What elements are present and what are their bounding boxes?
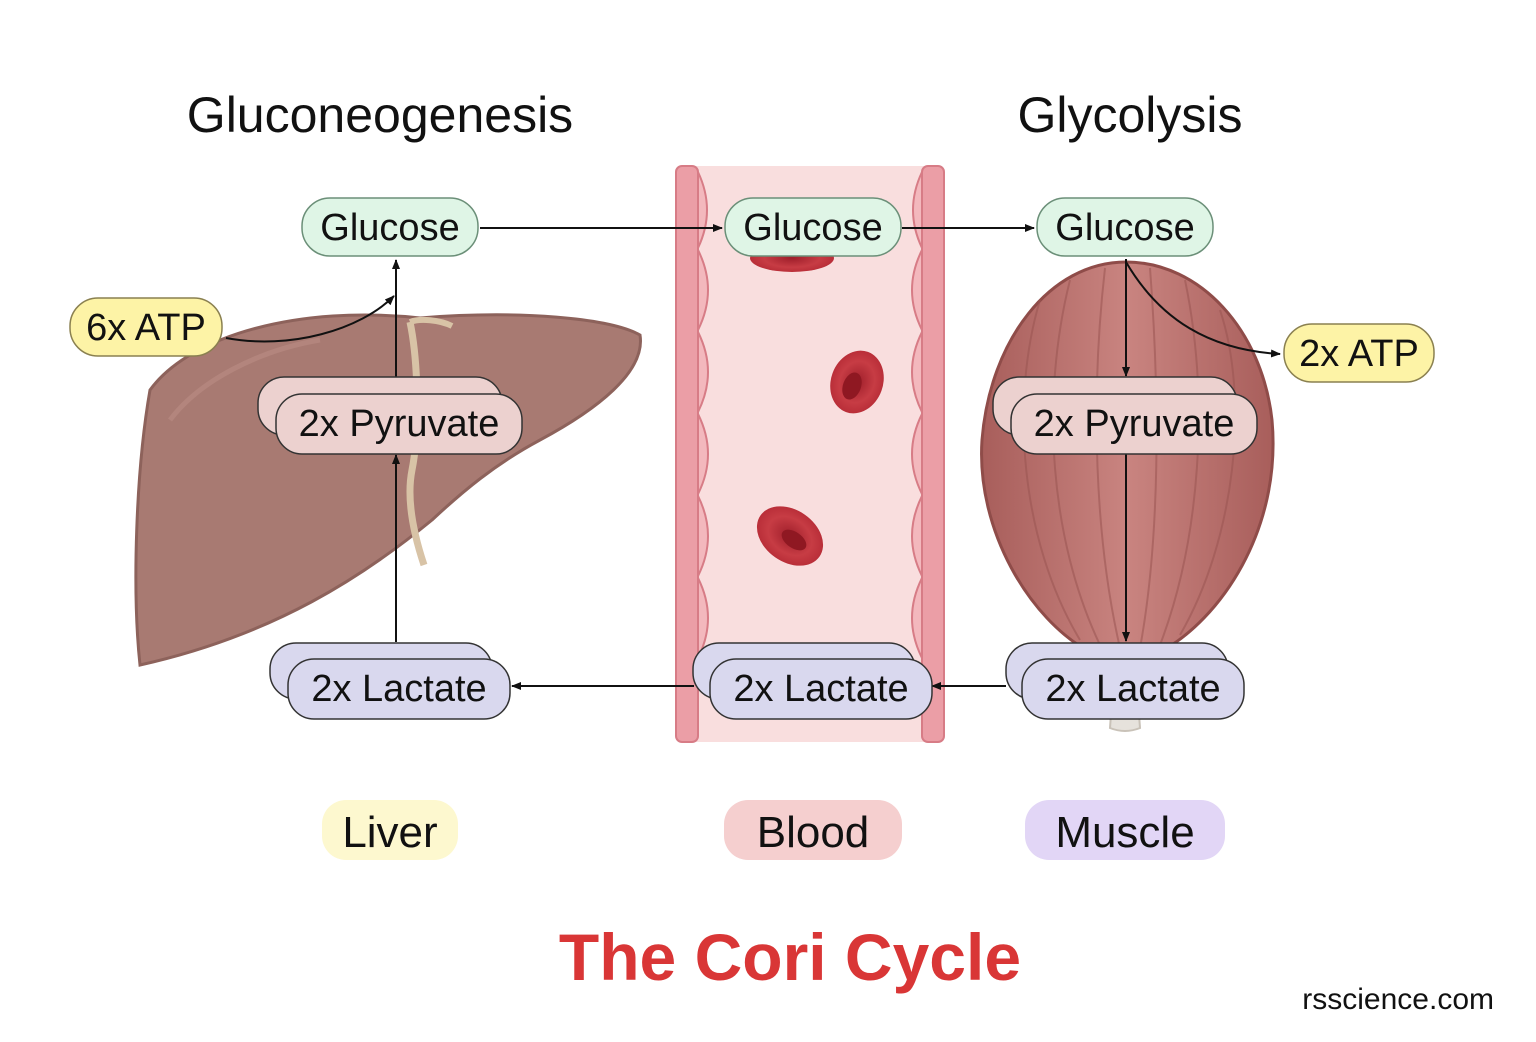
node-blood-glucose: Glucose bbox=[724, 197, 902, 257]
compartment-tag-muscle-label: Muscle bbox=[1055, 808, 1194, 857]
compartment-tag-blood-label: Blood bbox=[757, 808, 870, 857]
node-liver-lactate: 2x Lactate bbox=[269, 642, 511, 720]
node-blood-lactate-label: 2x Lactate bbox=[733, 668, 908, 710]
liver-organ-illustration bbox=[134, 313, 642, 667]
heading-glycolysis: Glycolysis bbox=[1017, 87, 1242, 143]
node-muscle-glucose-label: Glucose bbox=[1055, 207, 1194, 249]
node-muscle-glucose: Glucose bbox=[1036, 197, 1214, 257]
diagram-title: The Cori Cycle bbox=[559, 920, 1021, 994]
node-liver-atp: 6x ATP bbox=[69, 297, 223, 357]
node-muscle-atp: 2x ATP bbox=[1283, 323, 1435, 383]
node-liver-atp-label: 6x ATP bbox=[86, 307, 206, 349]
compartment-tag-liver: Liver bbox=[322, 800, 458, 860]
compartment-tag-blood: Blood bbox=[724, 800, 902, 860]
compartment-tag-muscle: Muscle bbox=[1025, 800, 1225, 860]
arrow-muscle-atp-release bbox=[1125, 261, 1281, 358]
muscle-illustration bbox=[980, 260, 1275, 732]
compartment-tag-liver-label: Liver bbox=[342, 808, 437, 857]
site-credit: rsscience.com bbox=[1302, 983, 1494, 1016]
node-liver-lactate-label: 2x Lactate bbox=[311, 668, 486, 710]
node-muscle-pyruvate-label: 2x Pyruvate bbox=[1034, 403, 1235, 445]
node-muscle-pyruvate: 2x Pyruvate bbox=[992, 376, 1258, 455]
red-blood-cell bbox=[756, 506, 824, 566]
red-blood-cell bbox=[830, 350, 884, 414]
node-blood-glucose-label: Glucose bbox=[743, 207, 882, 249]
node-muscle-lactate-label: 2x Lactate bbox=[1045, 668, 1220, 710]
node-liver-glucose: Glucose bbox=[301, 197, 479, 257]
heading-gluconeogenesis: Gluconeogenesis bbox=[187, 87, 573, 143]
arrow-liver-atp-input bbox=[225, 295, 395, 343]
node-liver-pyruvate-label: 2x Pyruvate bbox=[299, 403, 500, 445]
node-liver-glucose-label: Glucose bbox=[320, 207, 459, 249]
node-muscle-atp-label: 2x ATP bbox=[1299, 333, 1419, 375]
node-liver-pyruvate: 2x Pyruvate bbox=[257, 376, 523, 455]
node-muscle-lactate: 2x Lactate bbox=[1005, 642, 1245, 720]
node-blood-lactate: 2x Lactate bbox=[692, 642, 933, 720]
